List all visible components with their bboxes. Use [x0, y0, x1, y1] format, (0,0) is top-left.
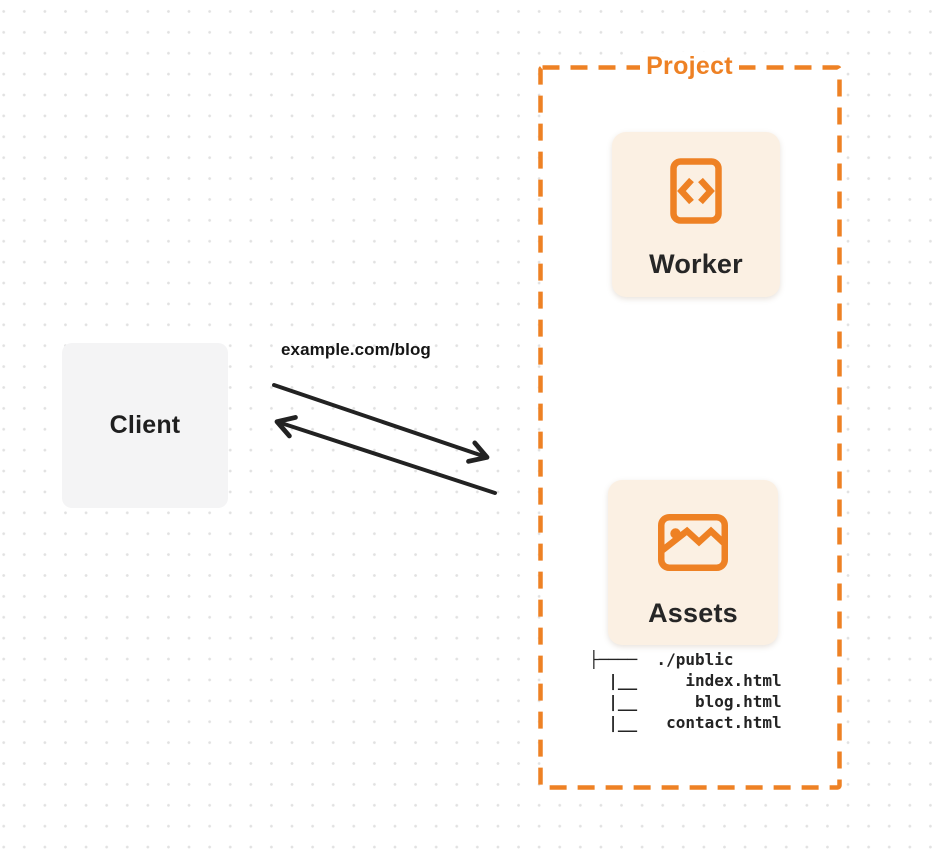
- client-label: Client: [109, 411, 181, 439]
- assets-node: Assets: [608, 480, 778, 645]
- assets-label: Assets: [648, 598, 738, 628]
- code-file-icon: [670, 158, 722, 224]
- request-arrow: [272, 383, 490, 464]
- assets-file-tree: ├──── ./public |__ index.html |__ blog.h…: [589, 650, 782, 732]
- project-label: Project: [640, 52, 739, 81]
- response-arrow: [274, 415, 497, 495]
- worker-node: Worker: [612, 132, 780, 297]
- request-response-arrows: [272, 383, 497, 495]
- request-url-label: example.com/blog: [281, 340, 431, 359]
- image-icon: [658, 514, 728, 571]
- project-label-wrap: Project: [540, 52, 839, 81]
- client-node: Client: [62, 343, 228, 508]
- worker-label: Worker: [649, 249, 743, 279]
